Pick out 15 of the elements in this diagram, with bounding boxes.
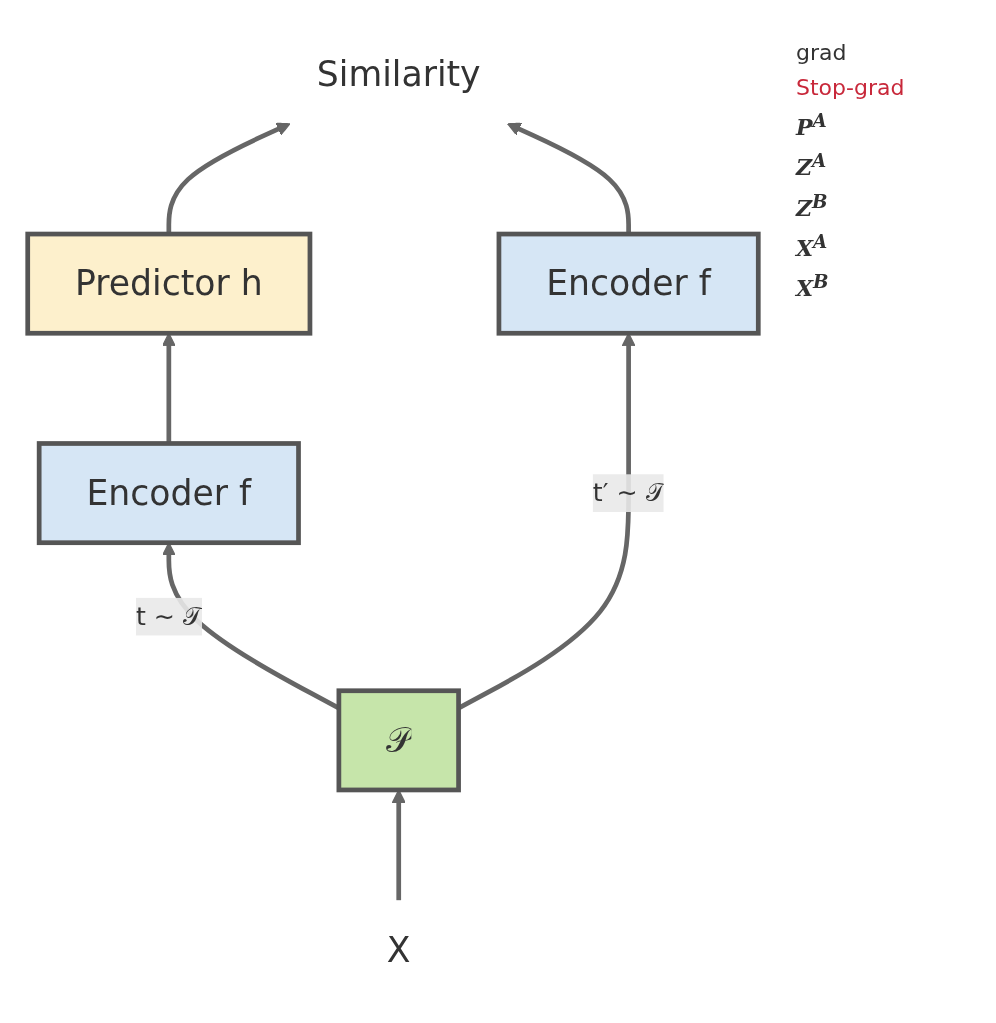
- variable-label: Z$^{B}$: [796, 190, 829, 221]
- variable-label: P$^{A}$: [796, 110, 828, 141]
- node-text: Similarity: [316, 54, 481, 94]
- node-box: Encoder f: [496, 231, 761, 336]
- variable-label: X$^{B}$: [796, 271, 830, 302]
- node-box: Predictor h: [25, 231, 313, 336]
- annotation-text: grad: [796, 40, 848, 65]
- node-box: Encoder f: [36, 440, 301, 545]
- annotation-text: Stop-grad: [796, 75, 906, 100]
- edge-label: t ∼ 𝒯: [135, 600, 202, 631]
- edge-label: t′ ∼ 𝒯: [592, 476, 665, 507]
- variable-label: X$^{A}$: [796, 231, 829, 262]
- node-text: X: [386, 929, 411, 969]
- variable-label: Z$^{A}$: [796, 150, 828, 181]
- node-box: 𝒫: [336, 687, 461, 792]
